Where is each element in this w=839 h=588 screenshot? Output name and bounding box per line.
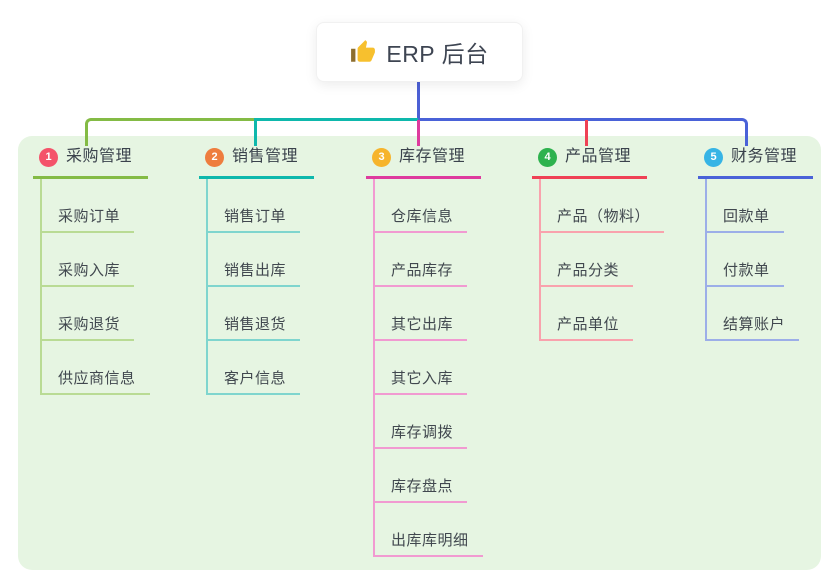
leaf-node[interactable]: 结算账户 xyxy=(707,287,800,341)
leaf-node[interactable]: 库存调拨 xyxy=(375,395,468,449)
leaf-node[interactable]: 出库库明细 xyxy=(375,503,483,557)
branch-4: 4 产品管理 产品（物料） 产品分类 产品单位 xyxy=(532,143,665,341)
leaf-node[interactable]: 客户信息 xyxy=(208,341,301,395)
leaf-node[interactable]: 采购退货 xyxy=(42,287,135,341)
connector-line xyxy=(256,118,418,121)
branch-5: 5 财务管理 回款单 付款单 结算账户 xyxy=(698,143,814,341)
branch-title: 库存管理 xyxy=(399,148,466,165)
branch-1: 1 采购管理 采购订单 采购入库 采购退货 供应商信息 xyxy=(33,143,150,395)
leaf-node[interactable]: 采购入库 xyxy=(42,233,135,287)
root-title: ERP 后台 xyxy=(386,41,489,67)
thumbs-up-icon xyxy=(350,39,376,65)
leaf-node[interactable]: 付款单 xyxy=(707,233,784,287)
branch-number-badge: 1 xyxy=(39,147,58,167)
branch-number-badge: 3 xyxy=(372,147,391,167)
branch-node[interactable]: 3 库存管理 xyxy=(366,143,482,179)
leaf-node[interactable]: 回款单 xyxy=(707,179,784,233)
branches-background-panel xyxy=(18,136,821,570)
branch-items: 采购订单 采购入库 采购退货 供应商信息 xyxy=(40,179,150,395)
branch-items: 仓库信息 产品库存 其它出库 其它入库 库存调拨 库存盘点 出库库明细 xyxy=(373,179,483,557)
branch-items: 产品（物料） 产品分类 产品单位 xyxy=(539,179,665,341)
branch-title: 财务管理 xyxy=(731,148,798,165)
leaf-node[interactable]: 仓库信息 xyxy=(375,179,468,233)
leaf-node[interactable]: 产品分类 xyxy=(541,233,634,287)
leaf-node[interactable]: 供应商信息 xyxy=(42,341,150,395)
leaf-node[interactable]: 产品单位 xyxy=(541,287,634,341)
branch-number-badge: 2 xyxy=(205,147,224,167)
branch-node[interactable]: 5 财务管理 xyxy=(698,143,814,179)
leaf-node[interactable]: 库存盘点 xyxy=(375,449,468,503)
connector-line xyxy=(417,82,420,118)
leaf-node[interactable]: 其它出库 xyxy=(375,287,468,341)
leaf-node[interactable]: 采购订单 xyxy=(42,179,135,233)
leaf-node[interactable]: 其它入库 xyxy=(375,341,468,395)
branch-node[interactable]: 1 采购管理 xyxy=(33,143,149,179)
branch-number-badge: 4 xyxy=(538,147,557,167)
branch-title: 销售管理 xyxy=(232,148,299,165)
branch-node[interactable]: 2 销售管理 xyxy=(199,143,315,179)
branch-node[interactable]: 4 产品管理 xyxy=(532,143,648,179)
leaf-node[interactable]: 产品（物料） xyxy=(541,179,665,233)
branch-title: 采购管理 xyxy=(66,148,133,165)
branch-2: 2 销售管理 销售订单 销售出库 销售退货 客户信息 xyxy=(199,143,315,395)
branch-number-badge: 5 xyxy=(704,147,723,167)
leaf-node[interactable]: 销售出库 xyxy=(208,233,301,287)
branch-title: 产品管理 xyxy=(565,148,632,165)
branch-items: 销售订单 销售出库 销售退货 客户信息 xyxy=(206,179,301,395)
leaf-node[interactable]: 销售订单 xyxy=(208,179,301,233)
root-node[interactable]: ERP 后台 xyxy=(316,22,523,82)
leaf-node[interactable]: 产品库存 xyxy=(375,233,468,287)
branch-items: 回款单 付款单 结算账户 xyxy=(705,179,800,341)
leaf-node[interactable]: 销售退货 xyxy=(208,287,301,341)
branch-3: 3 库存管理 仓库信息 产品库存 其它出库 其它入库 库存调拨 库存盘点 出库库… xyxy=(366,143,483,557)
